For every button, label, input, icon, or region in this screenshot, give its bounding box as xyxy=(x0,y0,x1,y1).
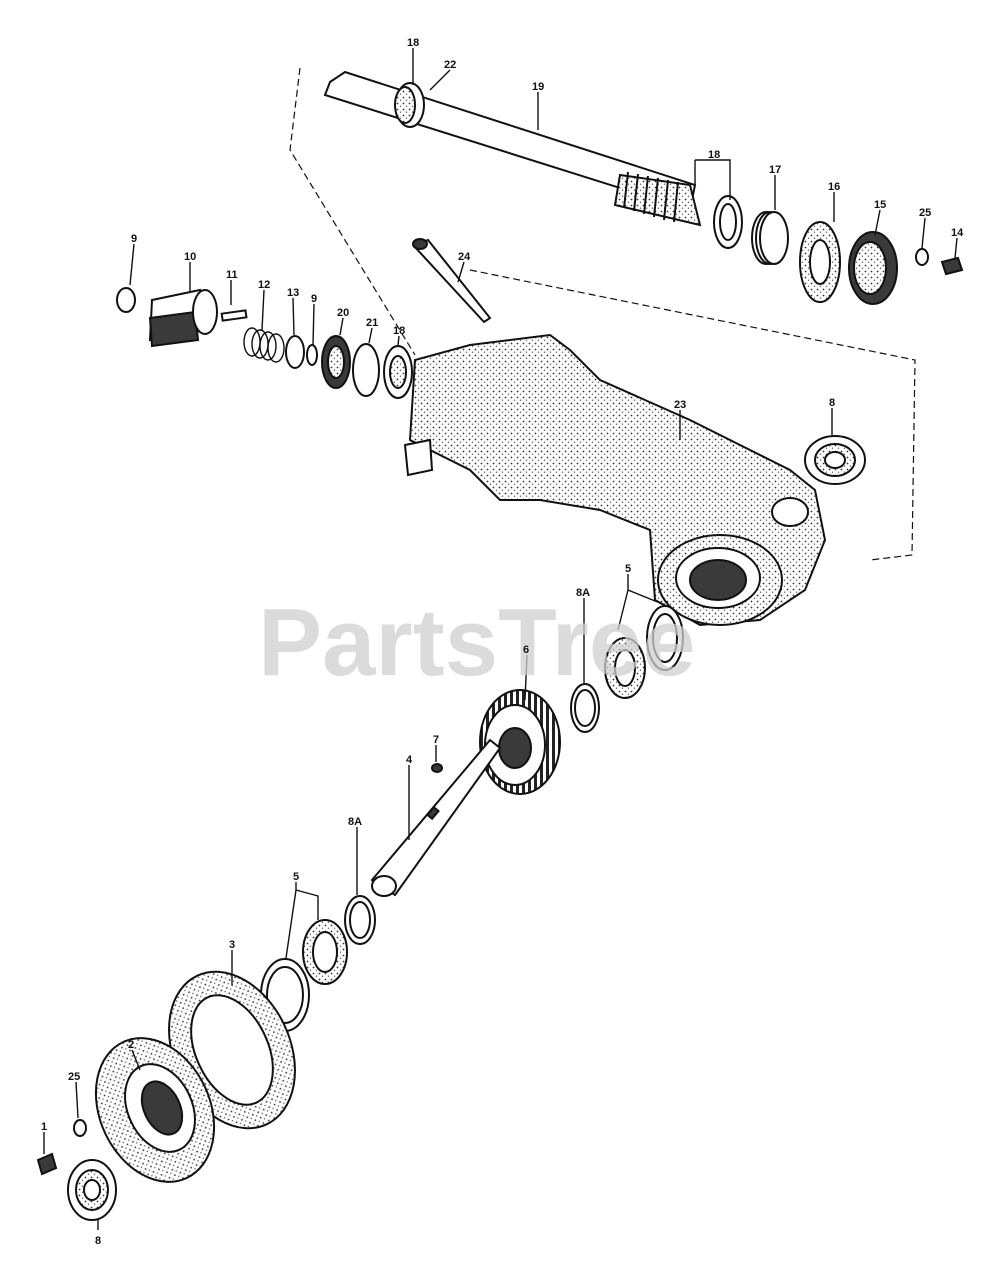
shift-rod xyxy=(412,238,492,324)
callout-18-top: 18 xyxy=(407,37,419,49)
end-cover xyxy=(94,1037,216,1183)
callout-20: 20 xyxy=(337,307,349,319)
upper-bearing-cone xyxy=(570,605,684,733)
callout-3: 3 xyxy=(229,939,235,951)
callout-23: 23 xyxy=(674,399,686,411)
callout-2: 2 xyxy=(128,1039,134,1051)
callout-25-top: 25 xyxy=(919,207,931,219)
callout-15: 15 xyxy=(874,199,886,211)
callout-9-left: 9 xyxy=(131,233,137,245)
left-small-parts xyxy=(116,287,413,399)
bearing-upper-right xyxy=(804,435,866,485)
key-and-axle-shaft xyxy=(370,738,502,897)
upper-assembly-boundary xyxy=(289,67,916,561)
callout-7: 7 xyxy=(433,734,439,746)
callout-8-bottom: 8 xyxy=(95,1235,101,1247)
gear xyxy=(479,689,561,795)
callout-19: 19 xyxy=(532,81,544,93)
callout-25-bottom: 25 xyxy=(68,1071,80,1083)
callout-12: 12 xyxy=(258,279,270,291)
callout-13: 13 xyxy=(287,287,299,299)
callout-5-lower: 5 xyxy=(293,871,299,883)
callout-10: 10 xyxy=(184,251,196,263)
callout-9-mid: 9 xyxy=(311,293,317,305)
callout-18-mid: 18 xyxy=(393,325,405,337)
callout-22: 22 xyxy=(444,59,456,71)
callout-4: 4 xyxy=(406,754,413,766)
transmission-housing xyxy=(403,333,827,627)
lower-fasteners xyxy=(36,1119,117,1221)
callout-24: 24 xyxy=(458,251,471,263)
leader-lines xyxy=(43,48,958,1230)
callout-21: 21 xyxy=(366,317,378,329)
callout-18-right: 18 xyxy=(708,149,720,161)
worm-shaft xyxy=(323,70,702,227)
callout-1: 1 xyxy=(41,1121,47,1133)
callout-labels: 18 22 19 18 17 16 15 25 14 9 10 11 12 13… xyxy=(41,37,964,1247)
callout-8a-upper: 8A xyxy=(576,587,590,599)
callout-8-right: 8 xyxy=(829,397,835,409)
watermark: PartsTree xyxy=(258,589,696,696)
upper-right-bearings xyxy=(713,195,964,305)
callout-6: 6 xyxy=(523,644,529,656)
callout-11: 11 xyxy=(226,269,238,281)
callout-5-upper: 5 xyxy=(625,563,631,575)
callout-8a-lower: 8A xyxy=(348,816,362,828)
callout-14: 14 xyxy=(951,227,964,239)
callout-16: 16 xyxy=(828,181,840,193)
callout-17: 17 xyxy=(769,164,781,176)
